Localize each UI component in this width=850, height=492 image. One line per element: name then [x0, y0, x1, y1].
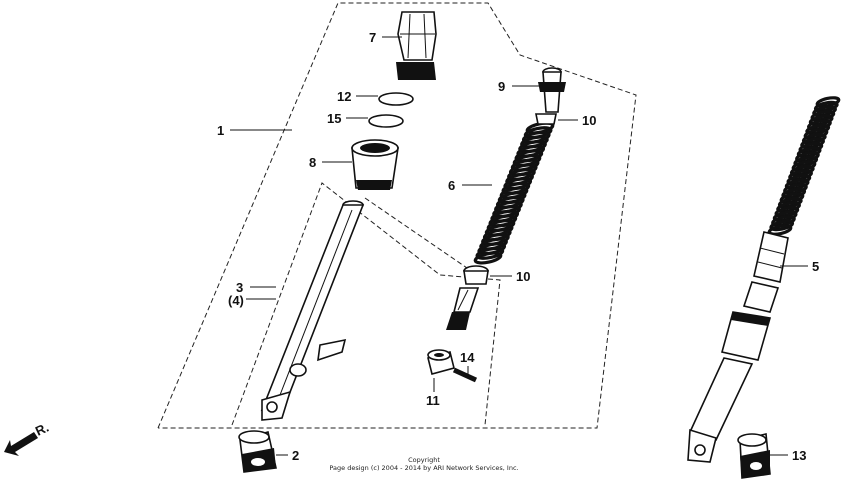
- callout-10-lower: 10: [516, 269, 530, 284]
- callout-10-upper: 10: [582, 113, 596, 128]
- callout-8: 8: [309, 155, 316, 170]
- callout-7: 7: [369, 30, 376, 45]
- part-lock-nut: [427, 349, 455, 375]
- part-ring: [368, 114, 404, 128]
- copyright-line-2: Page design (c) 2004 - 2014 by ARI Netwo…: [329, 464, 518, 472]
- callout-6: 6: [448, 178, 455, 193]
- callout-2: 2: [292, 448, 299, 463]
- callout-1: 1: [217, 123, 224, 138]
- part-fork-slider: [260, 200, 365, 421]
- callout-13: 13: [792, 448, 806, 463]
- part-bushing: [351, 139, 399, 190]
- callout-4: (4): [228, 293, 244, 308]
- assembly-outline: [157, 2, 637, 429]
- part-spring: [473, 121, 555, 265]
- part-boot: [238, 430, 277, 473]
- part-screw: [452, 367, 478, 383]
- part-o-ring: [378, 92, 414, 106]
- callout-15: 15: [327, 111, 341, 126]
- direction-arrow-icon: R.: [4, 420, 51, 456]
- copyright-line-1: Copyright: [408, 456, 440, 464]
- callout-11: 11: [426, 393, 440, 408]
- callout-9: 9: [498, 79, 505, 94]
- callout-12: 12: [337, 89, 351, 104]
- callout-5: 5: [812, 259, 819, 274]
- part-boot-right: [737, 433, 771, 479]
- part-piston: [446, 287, 480, 330]
- part-damper-rod: [538, 67, 566, 113]
- part-fork-assembly: [687, 96, 841, 463]
- part-cap-bolt: [396, 11, 437, 80]
- part-collar-lower: [463, 265, 489, 285]
- callout-14: 14: [460, 350, 475, 365]
- direction-label: R.: [33, 420, 51, 439]
- part-collar-upper: [535, 113, 557, 125]
- leader-lines: [230, 36, 808, 456]
- callout-3: 3: [236, 280, 243, 295]
